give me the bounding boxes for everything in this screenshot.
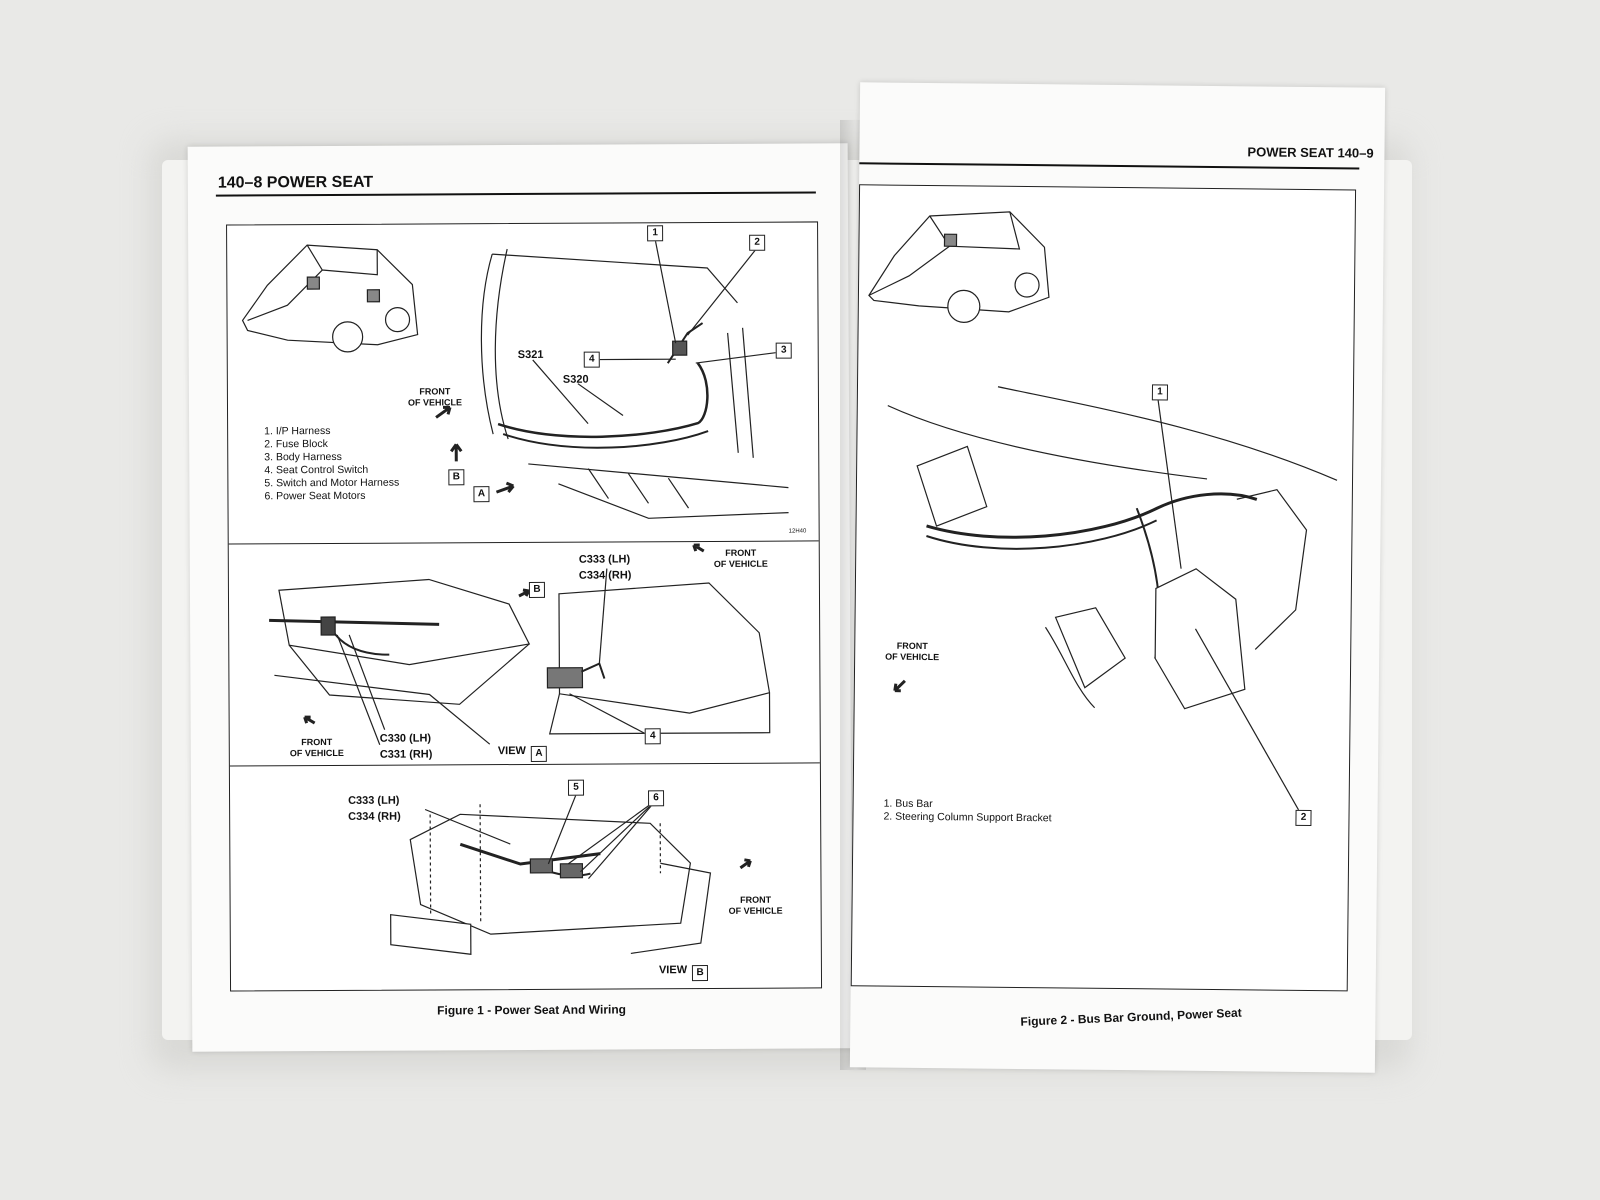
legend-item: 1. I/P Harness <box>264 424 331 438</box>
connector-c333-top: C333 (LH) <box>578 553 631 566</box>
right-page-header: POWER SEAT 140–9 <box>1247 144 1374 161</box>
legend-item: 2. Fuse Block <box>264 438 328 451</box>
callout-4: 4 <box>583 351 600 368</box>
legend-item: 2. Steering Column Support Bracket <box>883 810 1052 825</box>
splice-s321: S321 <box>517 348 544 362</box>
legend-item: 5. Switch and Motor Harness <box>264 476 400 490</box>
figure-1-legend: 1. I/P Harness 2. Fuse Block 3. Body Har… <box>264 425 399 504</box>
callout-3: 3 <box>775 342 792 359</box>
front-of-vehicle-5: FRONT OF VEHICLE <box>885 640 940 663</box>
front-of-vehicle-3: FRONT OF VEHICLE <box>289 736 344 759</box>
figure-2-drawing <box>868 211 1338 811</box>
splice-s320: S320 <box>562 373 589 386</box>
figure-2-caption: Figure 2 - Bus Bar Ground, Power Seat <box>1020 1005 1242 1029</box>
right-page: POWER SEAT 140–9 <box>849 82 1386 1073</box>
left-header-rule <box>215 191 816 197</box>
front-of-vehicle-4: FRONT OF VEHICLE <box>728 894 783 916</box>
callout-5: 5 <box>567 779 585 796</box>
callout-1: 1 <box>647 225 664 242</box>
box-a-1: A <box>473 486 490 503</box>
connector-c333-bottom: C333 (LH) <box>348 794 400 807</box>
legend-item: 6. Power Seat Motors <box>264 489 366 503</box>
left-page: 140–8 POWER SEAT <box>187 143 853 1052</box>
legend-item: 3. Body Harness <box>264 450 342 464</box>
front-of-vehicle-2: FRONT OF VEHICLE <box>713 547 768 569</box>
callout-bus-bar: 1 <box>1151 384 1169 401</box>
view-a-box: A <box>530 745 548 762</box>
connector-c334-top: C334 (RH) <box>578 569 632 582</box>
view-a-label: VIEW A <box>498 744 548 762</box>
figure-2-frame: 1 2 FRONT OF VEHICLE 1. Bus Bar 2. Steer… <box>850 184 1357 992</box>
view-b-label: VIEW B <box>659 963 709 982</box>
callout-4-b: 4 <box>644 728 661 745</box>
drawing-code: 12H40 <box>788 528 807 535</box>
figure-1-caption: Figure 1 - Power Seat And Wiring <box>437 1002 627 1018</box>
left-page-header: 140–8 POWER SEAT <box>217 173 374 192</box>
box-b-2: B <box>528 581 546 598</box>
box-b-1: B <box>448 469 465 486</box>
legend-item: 4. Seat Control Switch <box>264 463 369 477</box>
figure-2-legend: 1. Bus Bar 2. Steering Column Support Br… <box>883 798 1051 826</box>
connector-c331: C331 (RH) <box>379 748 433 761</box>
connector-c334-bottom: C334 (RH) <box>348 810 401 823</box>
callout-bracket: 2 <box>1295 809 1312 827</box>
figure-1-frame: 1 2 4 3 S321 S320 FRONT OF VEHICLE B A 1… <box>226 221 823 992</box>
callout-2: 2 <box>749 234 766 251</box>
front-of-vehicle-1: FRONT OF VEHICLE <box>407 386 463 408</box>
callout-6: 6 <box>648 790 665 807</box>
right-header-rule <box>859 162 1360 170</box>
figure-1-drawing <box>241 239 789 955</box>
view-b-box: B <box>692 965 709 982</box>
connector-c330: C330 (LH) <box>379 732 432 745</box>
